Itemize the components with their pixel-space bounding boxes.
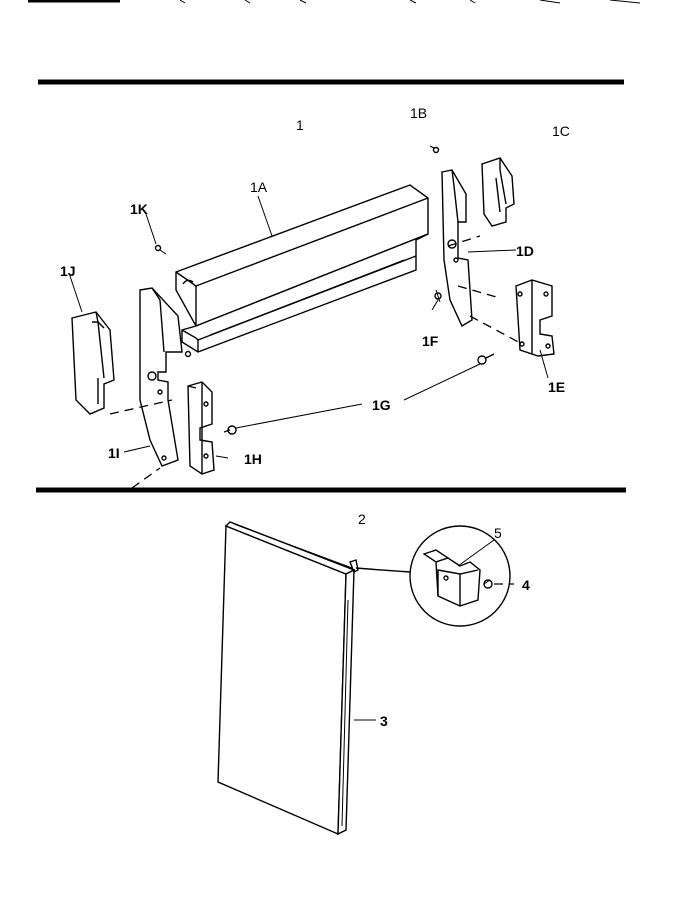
top-edge-marks <box>28 0 641 4</box>
part-5-clip <box>422 549 481 607</box>
part-1g-screw-left-icon <box>223 425 237 435</box>
label-part-1j: 1J <box>60 263 76 279</box>
leader-lines-2 <box>354 539 514 721</box>
label-part-1e: 1E <box>548 379 565 395</box>
part-1d-right-bracket <box>441 169 473 328</box>
part-1k-screw-icon <box>154 244 167 255</box>
label-part-1c: 1C <box>552 123 570 139</box>
part-1h-left-mount-bracket <box>187 381 215 475</box>
label-group-1: 1 <box>296 117 304 133</box>
label-part-1f: 1F <box>422 333 439 349</box>
label-part-4: 4 <box>522 577 530 593</box>
part-1i-left-bracket <box>139 287 183 467</box>
label-part-1g: 1G <box>372 397 391 413</box>
part-4-screw-icon <box>483 579 493 589</box>
label-part-1i: 1I <box>108 445 120 461</box>
part-1g-screw-right-icon <box>477 353 495 365</box>
part-1f-screw-icon <box>434 289 442 303</box>
part-1c-right-end-cap <box>481 157 515 227</box>
alignment-dashes <box>109 235 523 489</box>
part-1e-right-mount-bracket <box>515 279 555 357</box>
label-part-1a: 1A <box>250 179 268 195</box>
label-group-2: 2 <box>358 511 366 527</box>
label-part-1h: 1H <box>244 451 262 467</box>
detail-callout-circle <box>355 525 511 627</box>
label-part-1k: 1K <box>130 201 148 217</box>
part-3-side-panel <box>217 521 359 836</box>
label-part-1d: 1D <box>516 243 534 259</box>
part-1a-back-guard <box>175 184 429 358</box>
part-1b-screw-icon <box>429 145 440 154</box>
label-part-1b: 1B <box>410 105 427 121</box>
label-part-3: 3 <box>380 713 388 729</box>
part-1j-left-end-cap <box>71 311 115 415</box>
label-part-5: 5 <box>494 525 502 541</box>
leader-lines-1 <box>69 195 549 459</box>
